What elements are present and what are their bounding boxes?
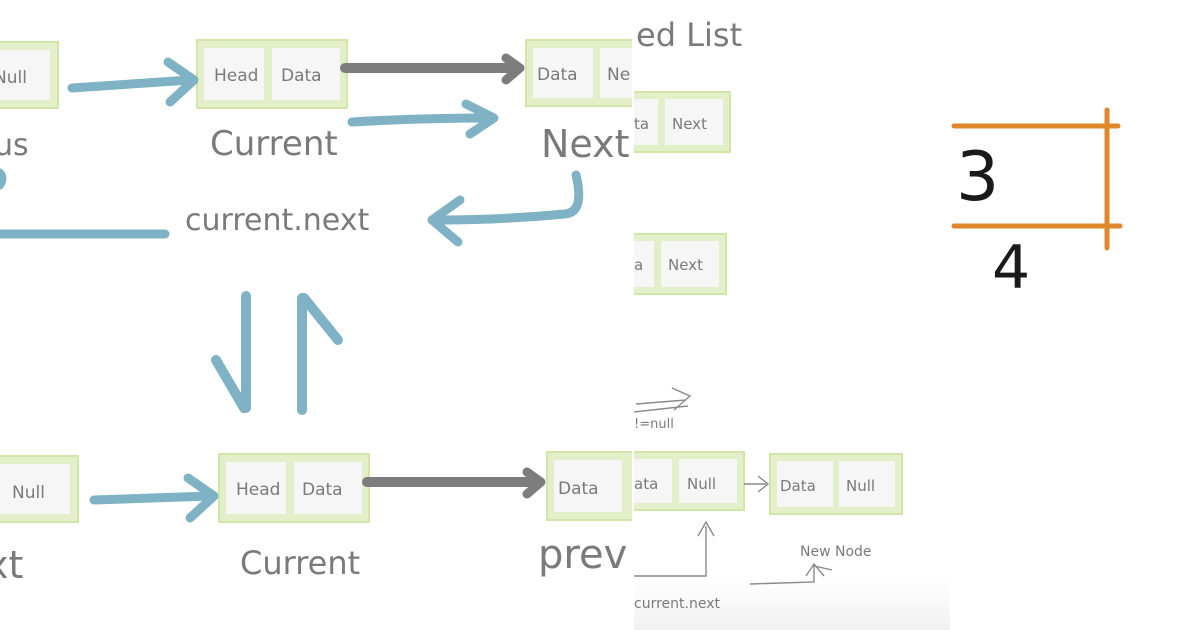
label-current-top: Current: [210, 124, 338, 164]
mid-node-3-null: Null: [687, 475, 716, 493]
curve-fragment-left: [0, 168, 7, 190]
node-top-current: Head Data: [196, 39, 348, 109]
label-next-top: Next: [541, 122, 630, 166]
number-three: 3: [956, 138, 999, 217]
label-mid-current-next: current.next: [634, 596, 720, 612]
arrow-down-swap: [211, 291, 251, 413]
node-bottom-current-head: Head: [236, 480, 280, 500]
mid-arrow-node3-to-node4: [744, 475, 770, 493]
label-new-node: New Node: [800, 544, 872, 560]
right-diagram-canvas: 3 4: [951, 107, 1123, 303]
mid-node-1-next: Next: [672, 115, 707, 133]
node-top-left: Null: [0, 41, 59, 109]
title-fragment: ed List: [636, 16, 742, 54]
node-bottom-left-null: Null: [12, 483, 45, 503]
middle-diagram-panel: ed List ta Next a Next !=null ata Nul: [634, 0, 950, 630]
node-bottom-current: Head Data: [218, 453, 370, 523]
mid-node-3: ata Null: [634, 451, 745, 511]
mid-node-4-data: Data: [780, 477, 816, 495]
mid-node-2: a Next: [634, 233, 727, 295]
arrow-up-swap: [297, 293, 343, 415]
label-prev: prev: [538, 532, 627, 578]
node-top-next-data: Data: [537, 65, 578, 85]
label-not-null: !=null: [634, 417, 674, 432]
arrow-current-to-next-blue: [347, 99, 499, 139]
mid-arrow-top: [634, 387, 692, 413]
mid-node-2-cell1: a: [634, 256, 643, 274]
label-top-left-fragment: us: [0, 128, 29, 163]
node-top-left-null: Null: [0, 68, 27, 88]
node-bottom-prev-data: Data: [558, 479, 599, 499]
label-bottom-left-fragment: xt: [0, 543, 23, 587]
left-diagram-panel: Null Head Data Data Ne: [0, 39, 632, 587]
mid-node-4: Data Null: [769, 453, 903, 515]
node-top-current-head: Head: [214, 66, 258, 86]
node-bottom-left: Null: [0, 455, 79, 523]
mid-node-3-cell1: ata: [634, 475, 658, 493]
left-diagram-canvas: Null Head Data Data Ne: [0, 39, 632, 587]
node-top-next: Data Ne: [525, 39, 632, 107]
middle-diagram-canvas: ed List ta Next a Next !=null ata Nul: [634, 16, 903, 612]
label-current-next: current.next: [185, 203, 369, 238]
mid-node-1: ta Next: [634, 91, 731, 153]
arrow-current-to-prev-gray: [362, 467, 546, 499]
node-bottom-prev: Data: [546, 451, 632, 521]
mid-node-1-cell1: ta: [634, 115, 649, 133]
mid-arrow-new-node: [749, 562, 833, 585]
right-diagram-panel: 3 4: [950, 0, 1200, 630]
number-four: 4: [992, 233, 1030, 303]
label-current-bottom: Current: [240, 544, 360, 582]
node-top-next-ne: Ne: [607, 65, 630, 85]
arrow-current-to-next-gray: [340, 53, 525, 85]
arrow-prev-to-current: [67, 57, 199, 107]
arrow-bottom-left-to-current: [89, 473, 219, 523]
mid-node-4-null: Null: [846, 477, 875, 495]
node-top-current-data: Data: [281, 66, 322, 86]
node-bottom-current-data: Data: [302, 480, 343, 500]
mid-arrow-up-from-current-next: [634, 520, 715, 577]
mid-node-2-next: Next: [668, 256, 703, 274]
arrow-next-back-to-current-next: [427, 170, 584, 247]
